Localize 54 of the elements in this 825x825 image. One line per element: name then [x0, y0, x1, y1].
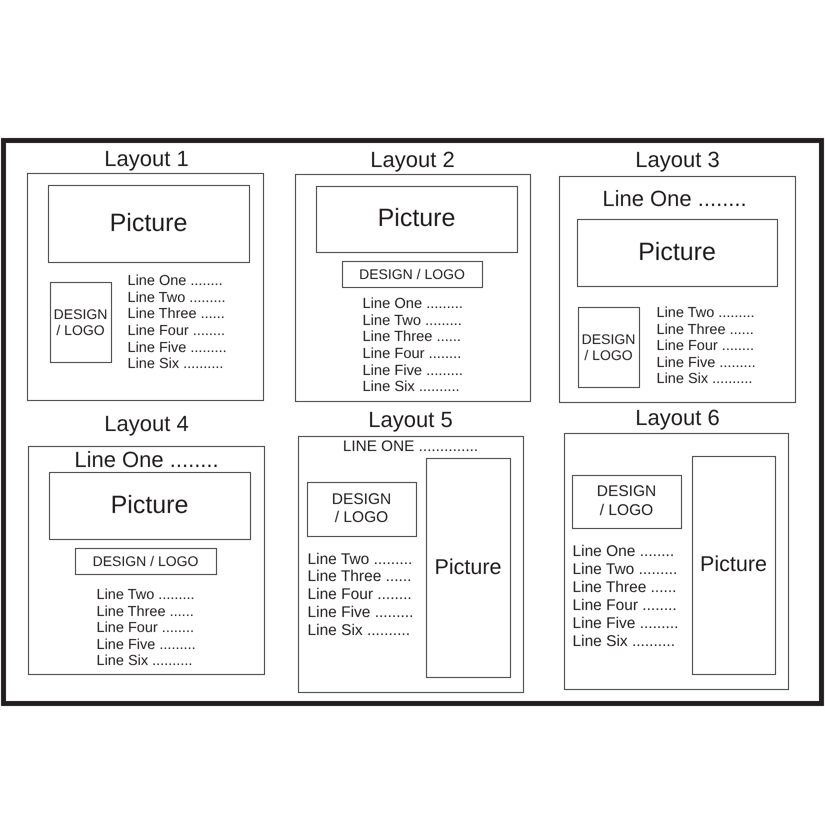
text-line: Line Two ......... [308, 550, 412, 568]
text-line: Line Two ......... [128, 290, 226, 306]
text-line: Line One ........ [572, 542, 674, 560]
text-line: Line Five ......... [308, 604, 414, 622]
text-line: Line Four ........ [308, 586, 412, 604]
text-line: Line Six .......... [128, 356, 224, 373]
design-area: DESIGN / LOGO [306, 482, 416, 536]
text-line: Line Six .......... [308, 622, 410, 640]
text-line: Line Four ........ [656, 338, 754, 355]
design-area: DESIGN / LOGO [74, 548, 216, 574]
text-line: Line One ........ [602, 186, 747, 212]
design-area: DESIGN / LOGO [572, 474, 682, 528]
text-line: Line Three ...... [96, 604, 194, 620]
text-line: Line Four ........ [572, 596, 677, 614]
text-line: Line Five ......... [572, 614, 678, 632]
text-line: Line Five ......... [362, 362, 463, 380]
design-area: DESIGN / LOGO [342, 260, 482, 288]
text-line: Line Three ...... [656, 322, 754, 338]
text-line: Line Six .......... [572, 632, 676, 650]
text-line: Line Six .......... [362, 379, 460, 396]
text-line: Line Four ........ [362, 346, 462, 363]
text-line: Line Three ...... [128, 306, 225, 323]
text-line: Line Five ......... [656, 354, 756, 372]
layout-title: Layout 1 [104, 146, 189, 172]
picture-area: Picture [426, 458, 510, 678]
text-line: Line Five ......... [96, 636, 196, 654]
picture-area: Picture [576, 218, 778, 286]
text-line: Line Three ...... [308, 568, 412, 586]
text-line: Line Six .......... [96, 653, 192, 670]
text-line: Line Two ......... [656, 305, 755, 322]
text-line: Line One ......... [362, 296, 463, 313]
text-line: Line Four ........ [96, 620, 194, 637]
text-line: Line Four ........ [128, 323, 226, 340]
layout-title: Layout 3 [635, 146, 720, 172]
text-line: Line Two ......... [572, 560, 678, 578]
layout-title: Layout 2 [370, 146, 455, 172]
text-line: Line One ........ [74, 446, 219, 472]
text-line: Line Six .......... [656, 371, 752, 388]
design-area: DESIGN / LOGO [578, 306, 640, 388]
text-line: Line Three ...... [362, 329, 462, 346]
picture-area: Picture [692, 456, 776, 674]
text-line: Line Three ...... [572, 578, 676, 596]
design-area: DESIGN / LOGO [50, 282, 112, 362]
text-line: Line Two ......... [362, 312, 462, 330]
layout-title: Layout 4 [104, 410, 189, 436]
layout-title: Layout 6 [635, 404, 720, 430]
text-line: Line One ........ [128, 273, 223, 290]
picture-area: Picture [48, 472, 250, 540]
picture-area: Picture [48, 184, 250, 262]
picture-area: Picture [316, 186, 518, 252]
text-line: Line Five ......... [128, 340, 227, 356]
text-line: LINE ONE .............. [342, 438, 478, 456]
text-line: Line Two ......... [96, 587, 195, 604]
layout-title: Layout 5 [368, 406, 453, 432]
